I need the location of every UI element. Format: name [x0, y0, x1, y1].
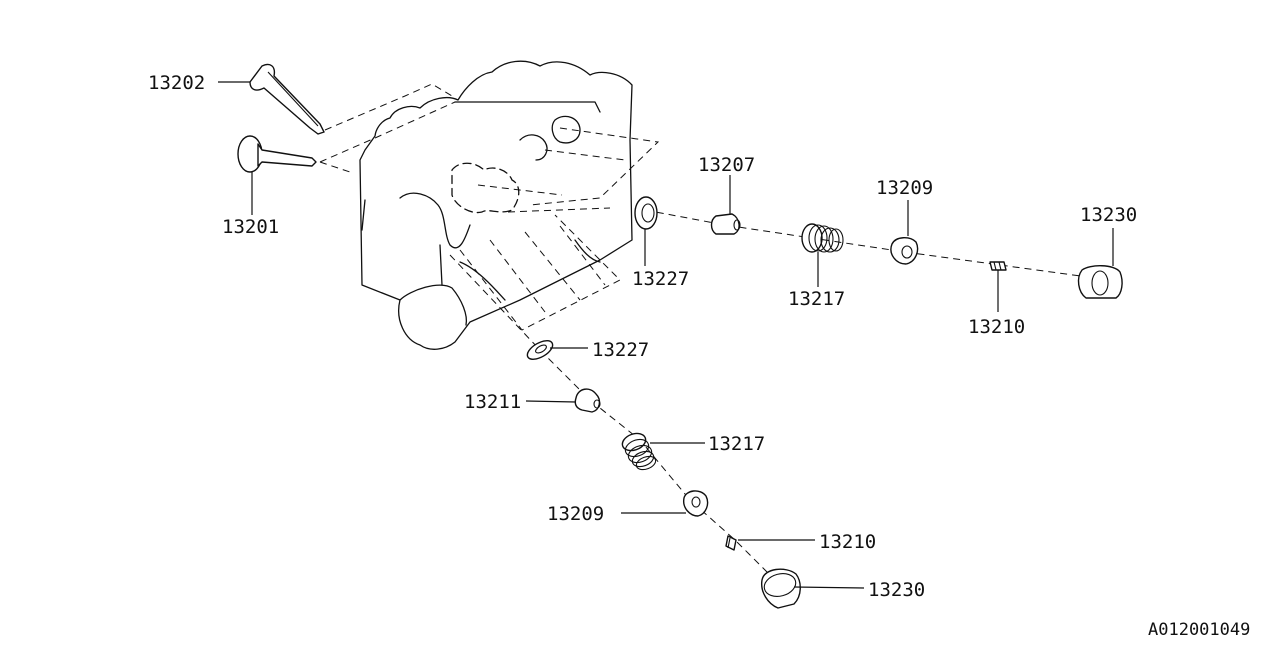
label-spring-seat-lower: 13211: [464, 391, 521, 413]
label-retainer-upper: 13209: [876, 177, 933, 199]
label-retainer-lower: 13209: [547, 503, 604, 525]
spring-retainer-upper: [890, 237, 919, 265]
label-seal-lower: 13227: [592, 339, 649, 361]
label-spring-upper: 13217: [788, 288, 845, 310]
label-spring-lower: 13217: [708, 433, 765, 455]
label-seal-upper: 13227: [632, 268, 689, 290]
label-lifter-upper: 13230: [1080, 204, 1137, 226]
spring-seat-lower: [574, 388, 601, 413]
valve-lifter-lower: [761, 568, 801, 609]
valve-lifter-upper: [1077, 265, 1123, 299]
part-labels: 13202 13201 13207 13227 13217 13209 1321…: [148, 72, 1250, 640]
label-exhaust-valve: 13202: [148, 72, 205, 94]
valve-stem-seal-upper: [634, 196, 658, 230]
cylinder-head-illustration: [359, 60, 633, 350]
spring-retainer-lower: [683, 490, 709, 517]
intake-valve: [237, 135, 317, 173]
exhaust-valve: [249, 63, 325, 135]
reference-code: A012001049: [1148, 620, 1250, 640]
label-lifter-lower: 13230: [868, 579, 925, 601]
leader-lines: [218, 81, 1114, 589]
exploded-view-dashed-lines: [319, 83, 1096, 586]
valve-spring-upper: [801, 223, 844, 253]
label-keeper-upper: 13210: [968, 316, 1025, 338]
label-intake-valve: 13201: [222, 216, 279, 238]
valve-stem-seal-lower: [526, 340, 554, 360]
valve-keeper-lower: [725, 535, 737, 551]
valve-spring-lower: [621, 432, 657, 471]
label-keeper-lower: 13210: [819, 531, 876, 553]
label-spring-seat-upper: 13207: [698, 154, 755, 176]
spring-seat-upper: [710, 213, 741, 235]
valve-keeper-upper: [989, 261, 1007, 271]
